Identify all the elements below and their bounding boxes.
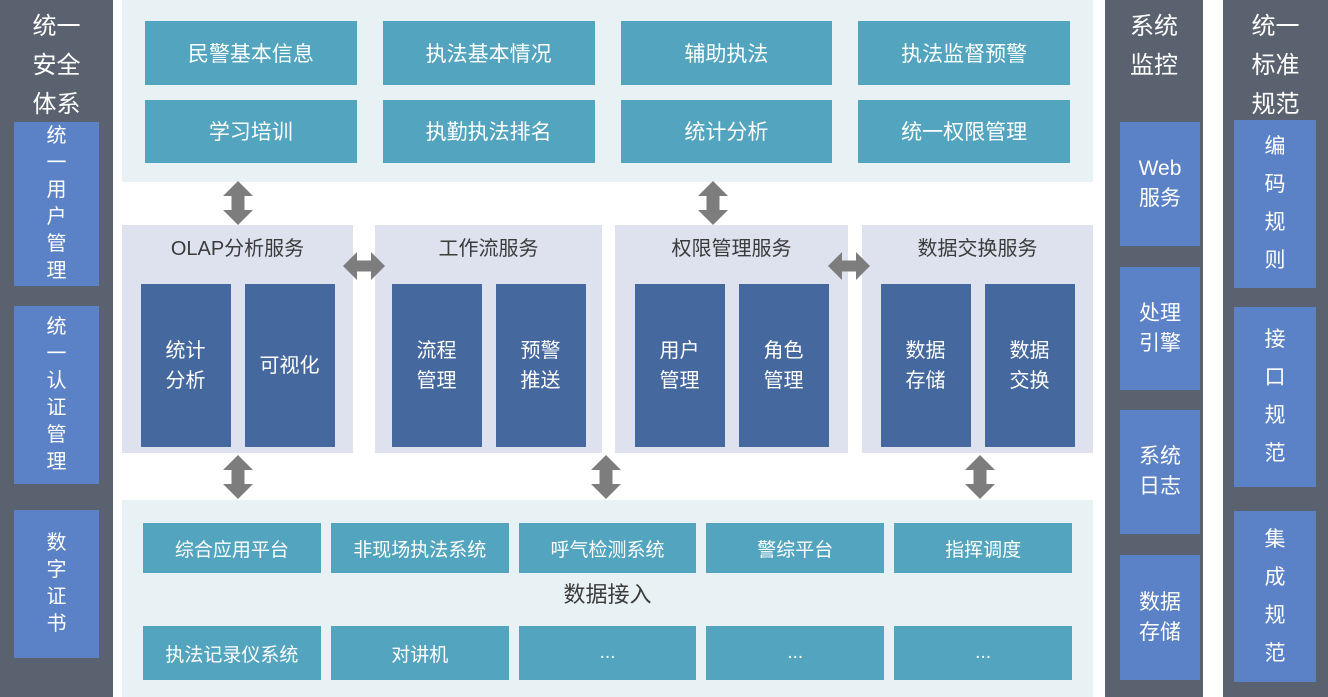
standards-item-interface-spec: 接 口 规 范	[1234, 307, 1316, 487]
service-panel-data-exchange: 数据交换服务 数据 存储 数据 交换	[862, 225, 1093, 453]
service-panel-permission: 权限管理服务 用户 管理 角色 管理	[615, 225, 848, 453]
access-devices-row: 执法记录仪系统 对讲机 ... ... ...	[122, 626, 1093, 680]
monitor-item-data-storage: 数据 存储	[1120, 555, 1200, 680]
module-visualization: 可视化	[244, 284, 335, 447]
system-box-offsite-enforcement: 非现场执法系统	[330, 523, 509, 573]
app-box-unified-permission-mgmt: 统一权限管理	[858, 99, 1070, 163]
sidebar-item-unified-auth-mgmt: 统 一 认 证 管 理	[14, 306, 99, 484]
module-data-storage: 数据 存储	[880, 284, 971, 447]
sidebar-item-unified-user-mgmt: 统 一 用 户 管 理	[14, 122, 99, 286]
module-user-mgmt: 用户 管理	[634, 284, 725, 447]
standards-item-integration-spec: 集 成 规 范	[1234, 511, 1316, 682]
device-box-ellipsis: ...	[706, 626, 885, 680]
standards-title: 统一 标准 规范	[1251, 13, 1300, 118]
standards-sidebar: 统一 标准 规范 编 码 规 则 接 口 规 范 集 成 规 范	[1223, 0, 1328, 697]
app-box-supervision-warning: 执法监督预警	[858, 21, 1070, 85]
double-arrow-vertical-icon	[223, 181, 253, 225]
system-box-police-platform: 警综平台	[706, 523, 885, 573]
device-box-ellipsis: ...	[518, 626, 697, 680]
system-box-command-dispatch: 指挥调度	[894, 523, 1072, 573]
security-system-title: 统一 安全 体系	[32, 13, 81, 118]
module-process-mgmt: 流程 管理	[391, 284, 482, 447]
data-access-section: 综合应用平台 非现场执法系统 呼气检测系统 警综平台 指挥调度 数据接入 执法记…	[122, 500, 1093, 697]
service-title: 工作流服务	[438, 238, 539, 260]
sidebar-item-digital-certificate: 数 字 证 书	[14, 510, 99, 658]
service-title: 权限管理服务	[671, 238, 792, 260]
business-application-section: 民警基本信息 执法基本情况 辅助执法 执法监督预警 学习培训 执勤执法排名 统计…	[122, 0, 1093, 182]
double-arrow-vertical-icon	[698, 181, 728, 225]
data-access-label: 数据接入	[563, 582, 652, 607]
module-role-mgmt: 角色 管理	[738, 284, 829, 447]
system-monitor-title: 系统 监控	[1130, 13, 1178, 79]
monitor-item-processing-engine: 处理 引擎	[1120, 267, 1200, 390]
standards-item-coding-rules: 编 码 规 则	[1234, 120, 1316, 288]
module-data-exchange: 数据 交换	[984, 284, 1075, 447]
system-monitor-sidebar: 系统 监控 Web 服务 处理 引擎 系统 日志 数据 存储	[1105, 0, 1203, 697]
double-arrow-horizontal-icon	[828, 252, 870, 280]
service-panel-olap: OLAP分析服务 统计 分析 可视化	[122, 225, 353, 453]
security-system-sidebar: 统一 安全 体系 统 一 用 户 管 理 统 一 认 证 管 理 数 字 证 书	[0, 0, 113, 697]
device-box-body-camera-system: 执法记录仪系统	[143, 626, 321, 680]
device-box-ellipsis: ...	[894, 626, 1072, 680]
service-title: OLAP分析服务	[170, 238, 305, 260]
system-box-integrated-platform: 综合应用平台	[143, 523, 321, 573]
device-box-walkie-talkie: 对讲机	[330, 626, 509, 680]
app-box-police-basic-info: 民警基本信息	[145, 21, 357, 85]
access-systems-row: 综合应用平台 非现场执法系统 呼气检测系统 警综平台 指挥调度	[122, 523, 1093, 573]
service-title: 数据交换服务	[917, 238, 1038, 260]
module-warning-push: 预警 推送	[495, 284, 586, 447]
app-box-learning-training: 学习培训	[145, 99, 357, 163]
app-box-enforcement-basic-info: 执法基本情况	[382, 21, 595, 85]
monitor-item-web-service: Web 服务	[1120, 122, 1200, 246]
service-panel-workflow: 工作流服务 流程 管理 预警 推送	[375, 225, 602, 453]
double-arrow-horizontal-icon	[343, 252, 385, 280]
system-box-breath-test: 呼气检测系统	[518, 523, 697, 573]
app-box-duty-ranking: 执勤执法排名	[382, 99, 595, 163]
monitor-item-system-log: 系统 日志	[1120, 410, 1200, 534]
app-box-statistic-analysis: 统计分析	[620, 99, 833, 163]
app-box-assisted-enforcement: 辅助执法	[620, 21, 833, 85]
double-arrow-vertical-icon	[965, 455, 995, 499]
module-statistic-analysis: 统计 分析	[140, 284, 231, 447]
double-arrow-vertical-icon	[591, 455, 621, 499]
double-arrow-vertical-icon	[223, 455, 253, 499]
